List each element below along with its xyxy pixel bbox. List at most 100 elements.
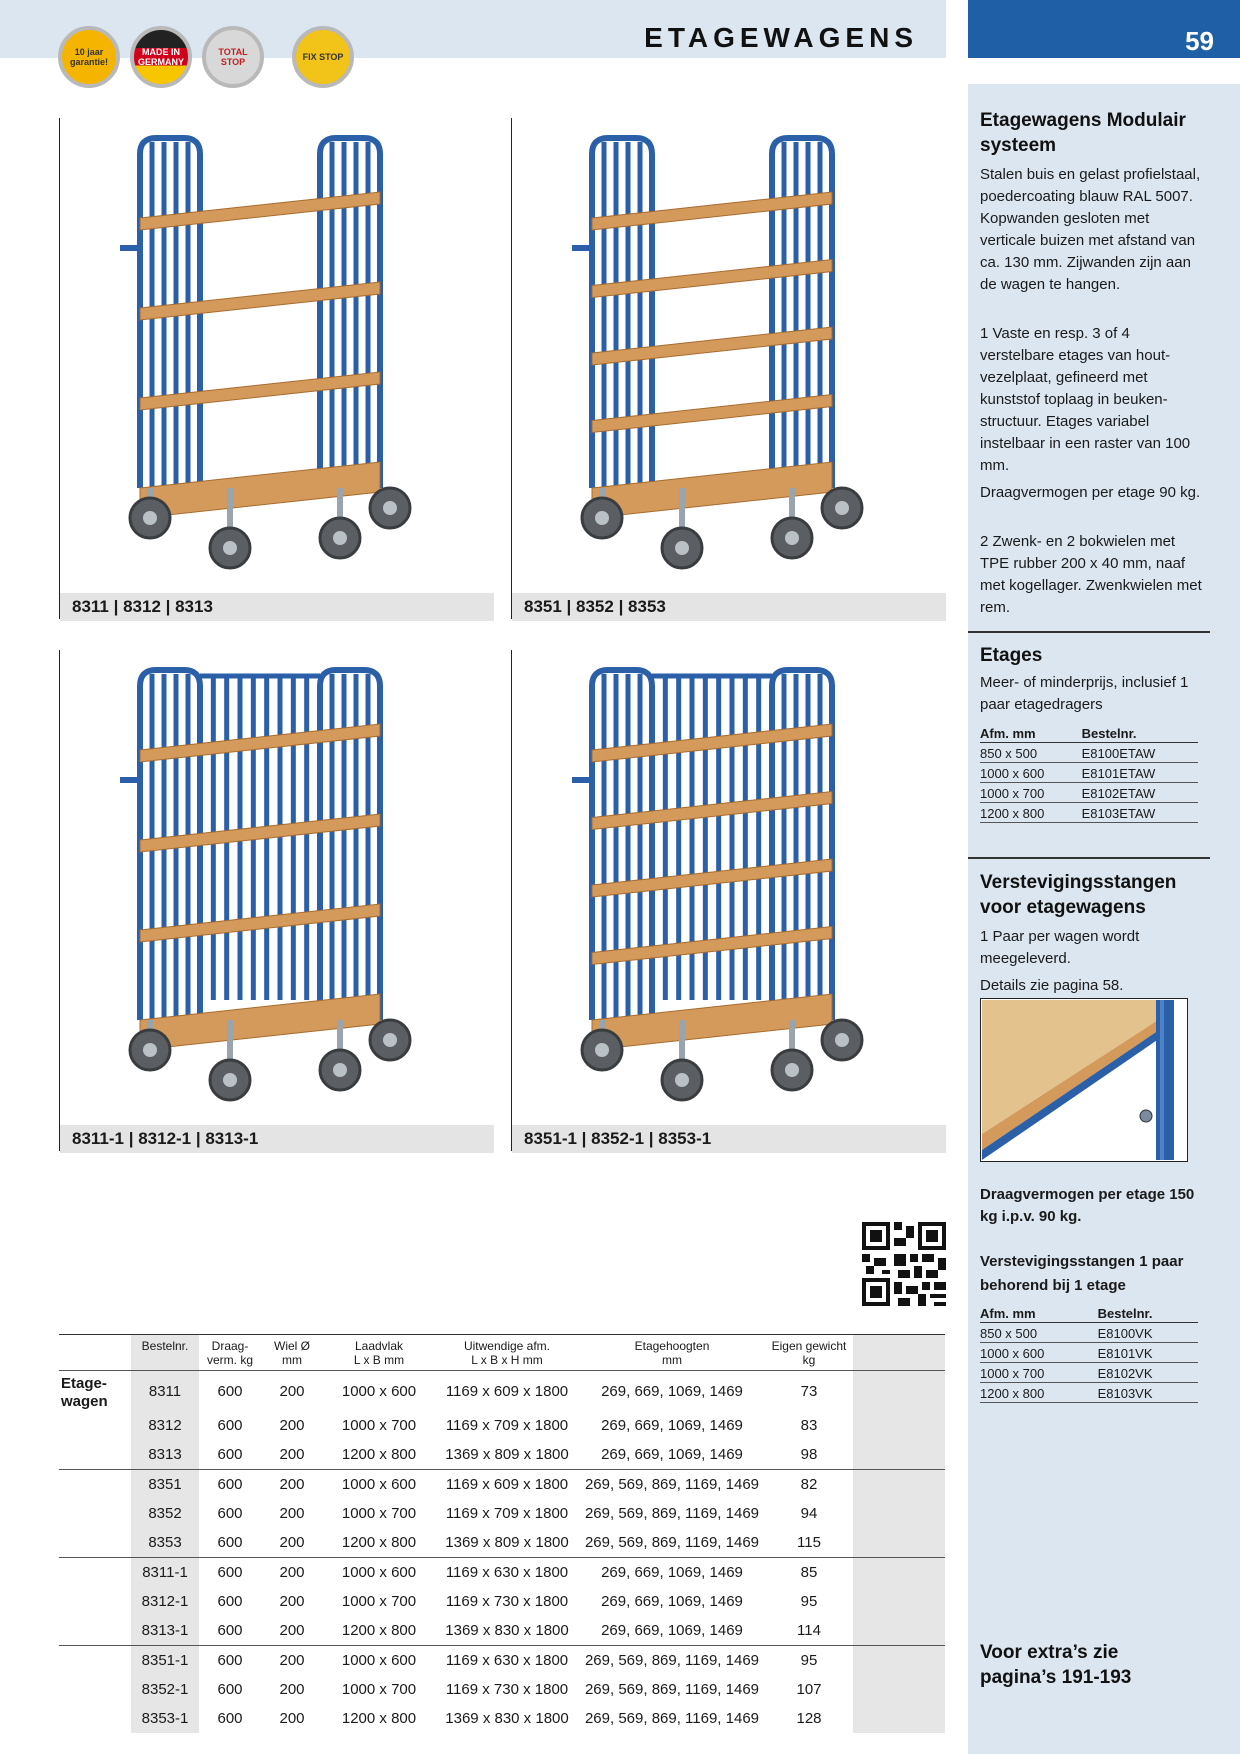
group-label-cell	[59, 1469, 131, 1499]
table-cell: 1369 x 809 x 1800	[445, 1534, 569, 1551]
warranty-badge-icon: 10 jaar garantie!	[58, 26, 120, 88]
table-cell: 200	[279, 1622, 305, 1639]
table-cell: 1369 x 809 x 1800	[445, 1446, 569, 1463]
table-cell: 200	[279, 1534, 305, 1551]
table-cell: 269, 669, 1069, 1469	[601, 1446, 743, 1463]
reinforcement-bar-detail-image	[980, 998, 1188, 1162]
product-caption: 8311 | 8312 | 8313	[60, 593, 494, 621]
vk-col-afm: Afm. mm	[980, 1304, 1098, 1323]
price-cell	[853, 1370, 945, 1411]
table-cell: 600	[217, 1681, 243, 1698]
table-cell: 1169 x 709 x 1800	[445, 1417, 569, 1434]
table-cell: 8353-1	[131, 1704, 199, 1733]
table-cell: 200	[279, 1382, 305, 1400]
table-cell: 73	[800, 1382, 818, 1400]
table-cell: 200	[279, 1681, 305, 1698]
table-cell: 8313	[131, 1440, 199, 1470]
product-panel-8311: 8311 | 8312 | 8313	[59, 118, 494, 621]
table-cell: 8352	[131, 1499, 199, 1528]
table-cell: 600	[217, 1593, 243, 1610]
product-panel-8311-1: 8311-1 | 8312-1 | 8313-1	[59, 650, 494, 1153]
table-cell: 82	[765, 1469, 853, 1499]
table-cell: 269, 669, 1069, 1469	[601, 1593, 743, 1610]
table-cell: 269, 669, 1069, 1469	[601, 1417, 743, 1434]
col-header-draagvermogen: Draag-verm. kg	[199, 1334, 261, 1371]
table-cell: 1369 x 830 x 1800	[445, 1710, 569, 1727]
price-cell	[853, 1440, 945, 1470]
table-cell: 95	[765, 1645, 853, 1675]
qr-code-icon[interactable]	[862, 1222, 946, 1306]
group-label-cell	[59, 1528, 131, 1558]
table-cell: 128	[796, 1710, 822, 1727]
etages-col-afm: Afm. mm	[980, 724, 1082, 743]
price-cell	[853, 1645, 945, 1675]
table-cell: 269, 669, 1069, 1469	[601, 1622, 743, 1639]
table-cell: 8351-1	[131, 1645, 199, 1675]
page-title: ETAGEWAGENS	[644, 22, 918, 53]
sidebar-title-verstevigingsstangen: Verstevigingsstangen voor etagewagens	[980, 872, 1177, 918]
group-label-cell	[59, 1411, 131, 1440]
table-cell: 200	[279, 1505, 305, 1522]
table-cell: 115	[797, 1534, 821, 1551]
shelf-cart-3-shelf-sides-image	[120, 667, 412, 1102]
table-cell: 269, 569, 869, 1169, 1469	[584, 1710, 760, 1727]
sidebar-paragraph: 2 Zwenk- en 2 bokwielen met TPE rubber 2…	[980, 533, 1202, 616]
table-cell: 8351	[131, 1469, 199, 1499]
table-cell: 269, 569, 869, 1169, 1469	[584, 1505, 760, 1522]
table-cell: 1200 x 800	[341, 1710, 417, 1727]
shelf-cart-4-shelf-image	[572, 135, 864, 570]
group-label-cell	[59, 1704, 131, 1733]
table-cell: 1169 x 709 x 1800	[445, 1505, 569, 1522]
table-cell: 1369 x 830 x 1800	[445, 1622, 569, 1639]
table-cell: 1169 x 630 x 1800	[435, 1645, 579, 1675]
table-cell: 85	[765, 1557, 853, 1587]
group-label-cell	[59, 1645, 131, 1675]
product-caption: 8351-1 | 8352-1 | 8353-1	[512, 1125, 946, 1153]
table-cell: 1200 x 800	[341, 1622, 417, 1639]
table-cell: 1000 x 700	[341, 1681, 417, 1698]
sidebar-paragraph: 1 Vaste en resp. 3 of 4 verstelbare etag…	[980, 325, 1191, 474]
table-cell: 95	[800, 1593, 818, 1610]
shelf-cart-4-shelf-sides-image	[572, 667, 864, 1102]
group-label-cell	[59, 1557, 131, 1587]
table-cell: 600	[217, 1382, 243, 1400]
col-header-bestelnr: Bestelnr.	[131, 1334, 199, 1371]
shelf-cart-3-shelf-image	[120, 135, 412, 570]
table-cell: 1000 x 600	[323, 1645, 435, 1675]
table-cell: 269, 569, 869, 1169, 1469	[579, 1645, 765, 1675]
group-label-cell	[59, 1587, 131, 1616]
price-cell	[853, 1704, 945, 1733]
vk-col-bestelnr: Bestelnr.	[1097, 1304, 1198, 1323]
table-cell: 600	[217, 1622, 243, 1639]
table-cell: 114	[797, 1622, 821, 1639]
page-number: 59	[1185, 26, 1214, 56]
table-cell: 269, 669, 1069, 1469	[579, 1557, 765, 1587]
table-cell: 600	[217, 1446, 243, 1463]
sidebar-paragraph: Draagvermogen per etage 90 kg.	[980, 484, 1201, 501]
table-cell: 1169 x 730 x 1800	[445, 1681, 569, 1698]
table-cell: 8352-1	[131, 1675, 199, 1704]
table-cell: 200	[279, 1593, 305, 1610]
product-caption: 8311-1 | 8312-1 | 8313-1	[60, 1125, 494, 1153]
table-cell: 107	[796, 1681, 822, 1698]
table-cell: 269, 569, 869, 1169, 1469	[579, 1469, 765, 1499]
sidebar-load-note: Draagvermogen per etage 150 kg i.p.v. 90…	[980, 1186, 1195, 1225]
group-label-cell	[59, 1675, 131, 1704]
table-cell: 200	[261, 1645, 323, 1675]
table-cell: 600	[217, 1534, 243, 1551]
table-cell: 269, 569, 869, 1169, 1469	[584, 1534, 760, 1551]
table-cell: 200	[279, 1710, 305, 1727]
